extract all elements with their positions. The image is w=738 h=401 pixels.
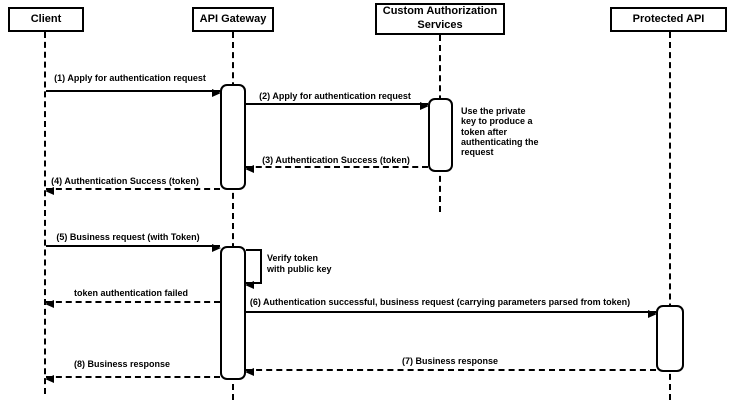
- participant-box-protected-api: Protected API: [610, 7, 727, 32]
- lifeline-client: [44, 32, 46, 394]
- participant-box-custom-authorization-services: Custom Authorization Services: [375, 3, 505, 35]
- message-label-4: (4) Authentication Success (token): [51, 176, 199, 186]
- message-label-7: (7) Business response: [401, 356, 499, 366]
- message-label-2: (2) Apply for authentication request: [259, 91, 411, 101]
- arrow-token-auth-failed: [45, 300, 220, 308]
- arrow-msg2-apply-auth: [246, 102, 429, 110]
- note-private-key: Use the private key to produce a token a…: [461, 106, 539, 158]
- activation-api-gateway-business: [220, 246, 246, 380]
- participant-label-client: Client: [30, 12, 62, 25]
- arrowhead-icon: [45, 300, 54, 308]
- arrowhead-icon: [45, 187, 54, 195]
- activation-custom-authorization-services: [428, 98, 453, 172]
- arrowhead-icon: [245, 368, 254, 376]
- arrow-msg3-auth-success: [245, 165, 428, 173]
- arrow-msg1-apply-auth: [46, 89, 221, 97]
- activation-protected-api: [656, 305, 684, 372]
- arrowhead-icon: [245, 281, 254, 289]
- arrowhead-icon: [45, 375, 54, 383]
- arrowhead-icon: [212, 244, 221, 252]
- arrowhead-icon: [648, 310, 657, 318]
- message-label-8: (8) Business response: [73, 359, 171, 369]
- arrowhead-icon: [420, 102, 429, 110]
- arrow-msg7-business-response: [245, 368, 656, 376]
- lifeline-protected-api: [669, 32, 671, 400]
- arrow-msg8-business-response: [45, 375, 220, 383]
- message-label-5: (5) Business request (with Token): [56, 232, 200, 242]
- participant-label-protected-api: Protected API: [632, 12, 705, 25]
- arrowhead-icon: [245, 165, 254, 173]
- arrow-self-verify-return: [245, 281, 262, 289]
- lifeline-api-gateway: [232, 32, 234, 400]
- message-label-1: (1) Apply for authentication request: [54, 73, 206, 83]
- arrow-msg6-auth-successful-business: [246, 310, 657, 318]
- participant-label-custom-authorization-services: Custom Authorization Services: [382, 5, 498, 31]
- arrowhead-icon: [212, 89, 221, 97]
- participant-label-api-gateway: API Gateway: [199, 12, 267, 25]
- message-label-6: (6) Authentication successful, business …: [249, 297, 631, 307]
- participant-box-client: Client: [8, 7, 84, 32]
- activation-api-gateway-auth: [220, 84, 246, 190]
- arrow-self-verify-side: [260, 249, 262, 284]
- message-label-3: (3) Authentication Success (token): [262, 155, 410, 165]
- arrow-self-verify-top: [246, 249, 262, 251]
- arrow-msg4-auth-success: [45, 187, 220, 195]
- message-label-verify-token: Verify token with public key: [267, 253, 332, 274]
- message-label-token-auth-failed: token authentication failed: [73, 288, 189, 298]
- arrow-msg5-business-request: [46, 244, 221, 252]
- participant-box-api-gateway: API Gateway: [192, 7, 274, 32]
